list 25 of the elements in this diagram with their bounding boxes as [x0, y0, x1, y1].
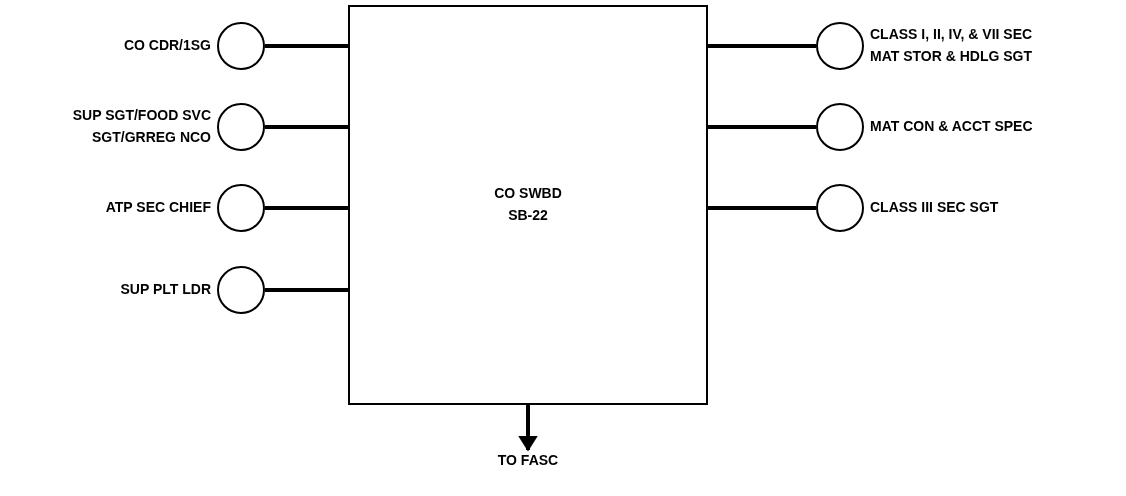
- station-label: CLASS I, II, IV, & VII SEC MAT STOR & HDLG SGT: [870, 25, 1034, 66]
- connector-line: [708, 206, 816, 210]
- switchboard-box: [348, 5, 708, 405]
- connector-line: [708, 125, 816, 129]
- station-label: SUP PLT LDR: [119, 280, 211, 300]
- arrow: [518, 405, 538, 452]
- station-label: SUP SGT/FOOD SVC SGT/GRREG NCO: [71, 106, 211, 147]
- connector-line: [265, 44, 348, 48]
- station-circle: [816, 184, 864, 232]
- station-circle: [217, 103, 265, 151]
- station-circle: [217, 266, 265, 314]
- station-circle: [816, 22, 864, 70]
- connector-line: [265, 125, 348, 129]
- station-circle: [816, 103, 864, 151]
- connector-line: [265, 288, 348, 292]
- destination-label: TO FASC: [478, 452, 578, 468]
- station-label: MAT CON & ACCT SPEC: [870, 117, 1034, 137]
- connector-line: [708, 44, 816, 48]
- box-label: CO SWBD SB-22: [493, 184, 563, 225]
- station-label: CO CDR/1SG: [122, 36, 211, 56]
- station-label: ATP SEC CHIEF: [104, 198, 211, 218]
- station-label: CLASS III SEC SGT: [870, 198, 1000, 218]
- station-circle: [217, 184, 265, 232]
- connector-line: [265, 206, 348, 210]
- station-circle: [217, 22, 265, 70]
